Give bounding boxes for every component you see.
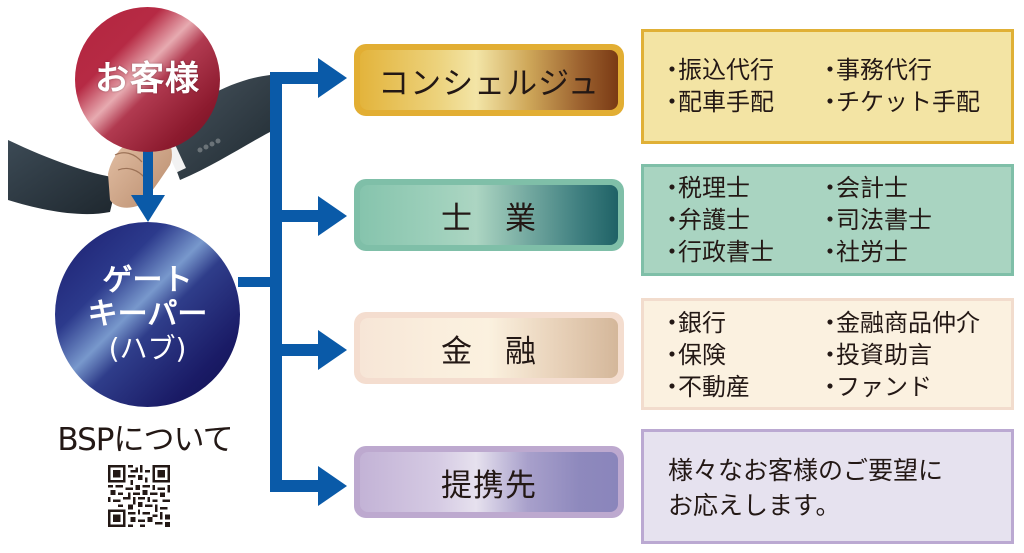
partner-description-line1: 様々なお客様のご要望に	[668, 456, 944, 485]
category-professional-services[interactable]: 士 業	[354, 179, 624, 251]
arrow-finance	[318, 330, 347, 370]
category-finance-fill	[360, 318, 618, 378]
branch-partner	[270, 480, 322, 492]
gatekeeper-label-line3: (ハブ)	[108, 331, 187, 365]
gatekeeper-label-line2: キーパー	[87, 297, 208, 333]
hub-branch	[238, 277, 274, 287]
panel-finance-services: ・銀行 ・金融商品仲介 ・保険 ・投資助言 ・不動産 ・ファンド	[641, 298, 1014, 410]
list-item: ・チケット手配	[818, 88, 980, 116]
list-item: ・会計士	[818, 174, 908, 202]
category-partner-label: 提携先	[441, 467, 537, 504]
list-item: ・配車手配	[660, 88, 774, 116]
list-item: ・投資助言	[818, 341, 932, 369]
handshake-image	[8, 75, 270, 215]
customer-label: お客様	[95, 59, 200, 99]
panel-concierge-services: ・振込代行 ・事務代行 ・配車手配 ・チケット手配	[641, 29, 1014, 144]
category-concierge-fill	[360, 50, 618, 110]
customer-circle: お客様	[75, 7, 220, 152]
list-item: ・税理士	[660, 174, 750, 202]
category-professional-fill	[360, 185, 618, 245]
arrow-professional	[318, 196, 347, 236]
panel-professional-services: ・税理士 ・会計士 ・弁護士 ・司法書士 ・行政書士 ・社労士	[641, 164, 1014, 276]
arrow-partner	[318, 466, 347, 506]
arrow-concierge	[318, 58, 347, 98]
list-item: ・事務代行	[818, 56, 932, 84]
category-concierge-label: コンシェルジュ	[378, 65, 600, 102]
list-item: ・保険	[660, 341, 726, 369]
list-item: ・行政書士	[660, 238, 774, 266]
category-finance[interactable]: 金 融	[354, 312, 624, 384]
list-item: ・銀行	[660, 309, 726, 337]
category-partner-fill	[360, 452, 618, 512]
left-sleeve	[8, 140, 118, 215]
qr-code-icon[interactable]	[108, 465, 170, 527]
list-item: ・不動産	[660, 373, 750, 401]
gatekeeper-hub-circle: ゲート キーパー (ハブ)	[55, 222, 240, 407]
list-item: ・弁護士	[660, 206, 750, 234]
about-bsp-label: BSPについて	[57, 422, 233, 458]
list-item: ・社労士	[818, 238, 908, 266]
category-partners[interactable]: 提携先	[354, 446, 624, 518]
gatekeeper-label-line1: ゲート	[102, 262, 193, 298]
category-professional-label: 士 業	[441, 200, 537, 237]
list-item: ・振込代行	[660, 56, 774, 84]
branch-finance	[270, 344, 322, 356]
category-concierge[interactable]: コンシェルジュ	[354, 44, 624, 116]
category-finance-label: 金 融	[441, 333, 537, 370]
list-item: ・ファンド	[818, 373, 932, 401]
list-item: ・金融商品仲介	[818, 309, 980, 337]
right-sleeve	[160, 75, 270, 180]
panel-partner-description: 様々なお客様のご要望に お応えします。	[641, 429, 1014, 544]
partner-description-line2: お応えします。	[668, 491, 841, 520]
list-item: ・司法書士	[818, 206, 932, 234]
